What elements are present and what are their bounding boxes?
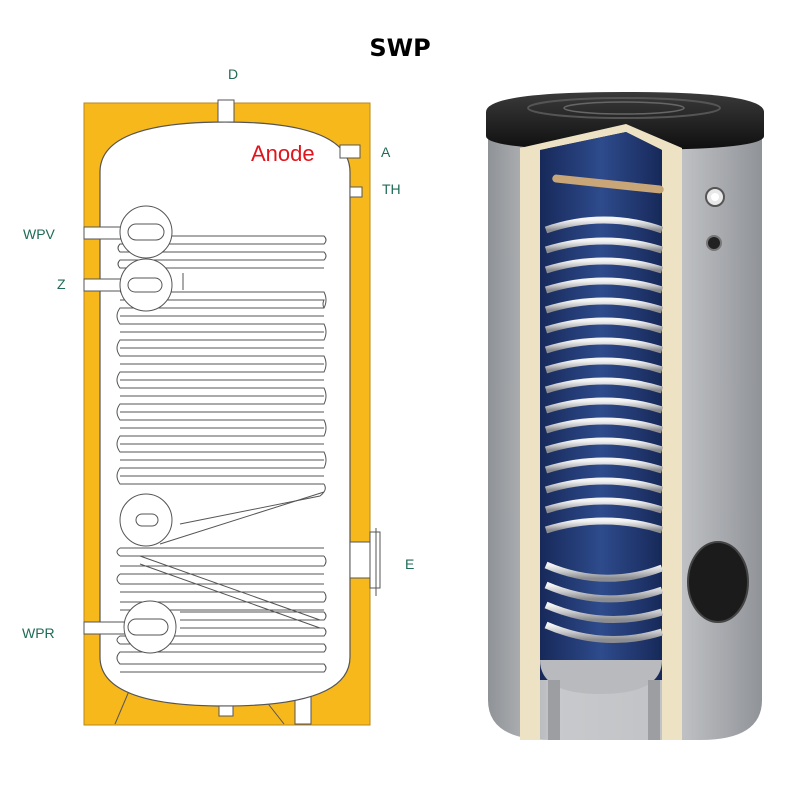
tank-bottom [540,660,662,694]
label-a: A [381,144,391,160]
connector-mid [119,493,173,547]
connector-wpr [123,600,177,654]
coil-rings [544,216,664,644]
lid-center [563,101,685,115]
anode-rod [552,174,664,194]
port-upper-inner [711,193,719,201]
label-anode: Anode [251,141,315,166]
label-z: Z [57,276,66,292]
connector-z [119,258,184,312]
insulation-cutaway [520,124,682,740]
support-foot-left [548,680,560,740]
upper-coil [116,235,327,545]
label-wpr: WPR [22,625,55,641]
support-foot-right [648,680,660,740]
lid-ring [527,97,721,119]
top-lid [486,92,764,150]
sensor-port-th [349,186,363,198]
flange-cover [687,541,749,623]
label-e: E [405,556,415,572]
inner-tank [540,132,662,680]
anode-socket [339,144,361,159]
port-lower-black [706,235,722,251]
flange-e [349,528,381,596]
diagram-title: SWP [369,34,431,62]
label-th: TH [382,181,401,197]
label-wpv: WPV [23,226,55,242]
connector-wpv [119,205,173,259]
label-d: D [228,66,239,82]
port-d-pipe [217,99,235,123]
drain-pipe [218,705,234,717]
